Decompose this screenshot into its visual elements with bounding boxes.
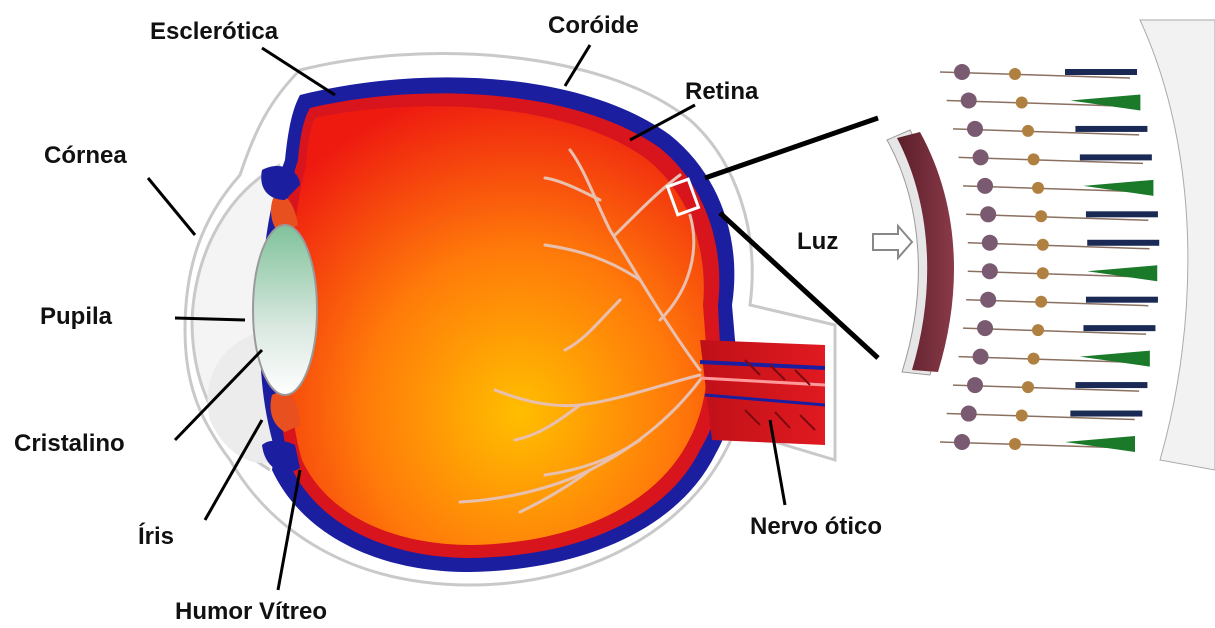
ganglion-cell [982, 235, 998, 251]
cell-row [959, 349, 1150, 367]
cell-row [940, 64, 1137, 80]
cell-row [963, 320, 1155, 336]
rod-cell [1086, 211, 1158, 217]
bipolar-cell [1032, 182, 1044, 194]
ganglion-cell [973, 349, 989, 365]
photoreceptor-rows [940, 64, 1159, 452]
cell-row [968, 263, 1157, 281]
label-cornea: Córnea [44, 144, 127, 168]
ganglion-cell [980, 206, 996, 222]
light-arrow-icon [873, 226, 912, 258]
ganglion-cell [977, 178, 993, 194]
rod-cell [1070, 411, 1142, 417]
cell-row [959, 149, 1152, 165]
cone-cell [1070, 94, 1140, 110]
ganglion-cell [967, 377, 983, 393]
optic-nerve [700, 340, 825, 445]
cone-cell [1080, 351, 1150, 367]
ganglion-cell [982, 263, 998, 279]
cell-row [968, 235, 1159, 251]
label-iris: Íris [138, 525, 174, 549]
bipolar-cell [1009, 68, 1021, 80]
ganglion-cell [961, 92, 977, 108]
cone-cell [1083, 180, 1153, 196]
label-retina: Retina [685, 80, 758, 104]
label-humor-vitreo: Humor Vítreo [175, 600, 327, 624]
retina-cell-detail [873, 20, 1215, 470]
bipolar-cell [1028, 353, 1040, 365]
label-pupila: Pupila [40, 305, 112, 329]
bipolar-cell [1035, 296, 1047, 308]
rod-cell [1075, 382, 1147, 388]
ganglion-cell [977, 320, 993, 336]
cell-row [940, 434, 1135, 452]
cone-cell [1065, 436, 1135, 452]
rod-cell [1080, 154, 1152, 160]
label-cristalino: Cristalino [14, 432, 125, 456]
bipolar-cell [1037, 239, 1049, 251]
label-luz: Luz [797, 230, 838, 254]
cell-row [966, 206, 1158, 222]
bipolar-cell [1035, 210, 1047, 222]
label-esclerotica: Esclerótica [150, 20, 278, 44]
cell-row [947, 92, 1141, 110]
label-coroide: Coróide [548, 14, 639, 38]
bipolar-cell [1022, 381, 1034, 393]
rod-cell [1086, 297, 1158, 303]
lens [253, 225, 317, 395]
ganglion-cell [961, 406, 977, 422]
bipolar-cell [1028, 153, 1040, 165]
cell-row [966, 292, 1158, 308]
cell-row [963, 178, 1153, 196]
bipolar-cell [1016, 410, 1028, 422]
ganglion-cell [954, 64, 970, 80]
ganglion-cell [954, 434, 970, 450]
cell-row [947, 406, 1143, 422]
vitreous-body [289, 106, 707, 545]
bipolar-cell [1037, 267, 1049, 279]
bipolar-cell [1009, 438, 1021, 450]
label-nervo-otico: Nervo ótico [750, 515, 882, 539]
ganglion-cell [973, 149, 989, 165]
bipolar-cell [1032, 324, 1044, 336]
cell-row [953, 121, 1147, 137]
cell-row [953, 377, 1147, 393]
ganglion-cell [967, 121, 983, 137]
rod-cell [1075, 126, 1147, 132]
ganglion-cell [980, 292, 996, 308]
bipolar-cell [1016, 96, 1028, 108]
cone-cell [1087, 265, 1157, 281]
rod-cell [1065, 69, 1137, 75]
bipolar-cell [1022, 125, 1034, 137]
rod-cell [1083, 325, 1155, 331]
rod-cell [1087, 240, 1159, 246]
